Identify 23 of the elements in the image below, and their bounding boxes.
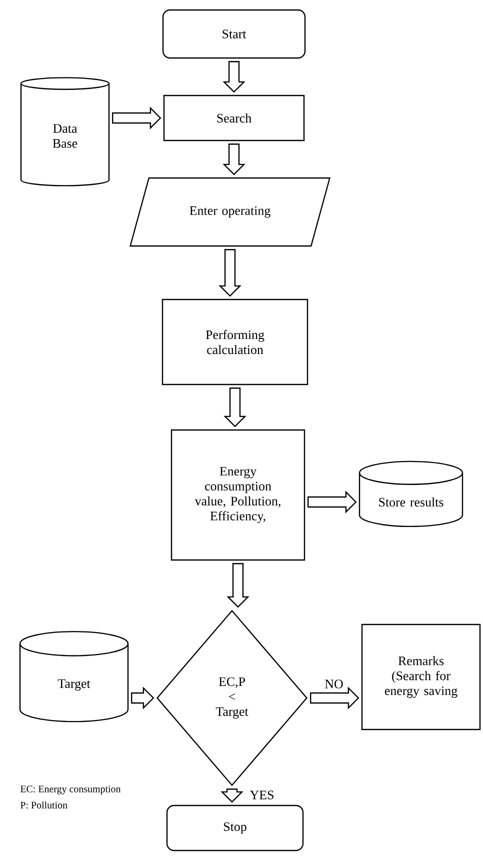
database-cylinder: Data Base [20, 77, 110, 186]
block-arrow [131, 686, 154, 710]
stop-terminal: Stop [166, 804, 304, 852]
block-arrow [307, 490, 357, 514]
process-box: Performing calculation [162, 298, 308, 386]
result-box: Energy consumption value, Pollution, Efficiency, [170, 429, 306, 561]
block-arrow [226, 563, 250, 608]
block-arrow [310, 686, 360, 710]
block-arrow [222, 61, 246, 93]
block-arrow [222, 144, 246, 176]
remarks-box: Remarks (Search for energy saving [361, 624, 481, 730]
block-arrow [220, 788, 244, 803]
block-arrow [112, 106, 162, 130]
storage-cylinder: Store results [358, 460, 464, 528]
start-terminal: Start [162, 9, 306, 59]
target-cylinder: Target [19, 630, 129, 722]
block-arrow [224, 388, 246, 428]
note-text: EC: Energy consumption [20, 786, 121, 794]
note-text: P: Pollution [20, 801, 68, 809]
edge-label: YES [248, 790, 276, 800]
block-arrow [218, 249, 242, 297]
edge-label: NO [324, 678, 344, 690]
process-box: Search [163, 94, 305, 142]
